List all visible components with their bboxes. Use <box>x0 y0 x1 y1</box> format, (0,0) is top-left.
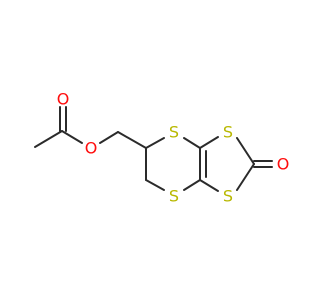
bond-ester-oxygen-methylene <box>99 131 119 144</box>
bond-methyl-carbonyl <box>34 130 63 148</box>
bond-methylene-ring <box>117 131 147 149</box>
bond-s-bottom-fused-c <box>183 179 201 191</box>
bond-fused-c-dithiole-s-bottom <box>199 179 219 192</box>
bond-dithiole-s-top-ketone-c <box>236 137 255 165</box>
atom-sulfur-ring-top: S <box>169 123 179 142</box>
atom-sulfur-ring-bottom: S <box>169 187 179 206</box>
bond-ring-ch2-s-bottom <box>145 179 165 191</box>
bond-dithiole-s-bottom-ketone-c <box>236 163 255 191</box>
bond-fused-c-dithiole-s-top <box>199 136 219 149</box>
atom-sulfur-dithiole-top: S <box>223 123 233 142</box>
atom-sulfur-dithiole-bottom: S <box>223 187 233 206</box>
atom-oxygen-carbonyl: O <box>57 90 70 109</box>
atom-oxygen-ester: O <box>85 139 98 158</box>
atom-oxygen-ketone: O <box>277 155 290 174</box>
bond-s-top-fused-c <box>183 137 201 149</box>
bond-ring-ch-s-top <box>145 137 165 149</box>
molecule-structure-diagram: O O S S S S O <box>34 90 290 206</box>
bond-carbonyl-ester-oxygen <box>61 130 83 144</box>
